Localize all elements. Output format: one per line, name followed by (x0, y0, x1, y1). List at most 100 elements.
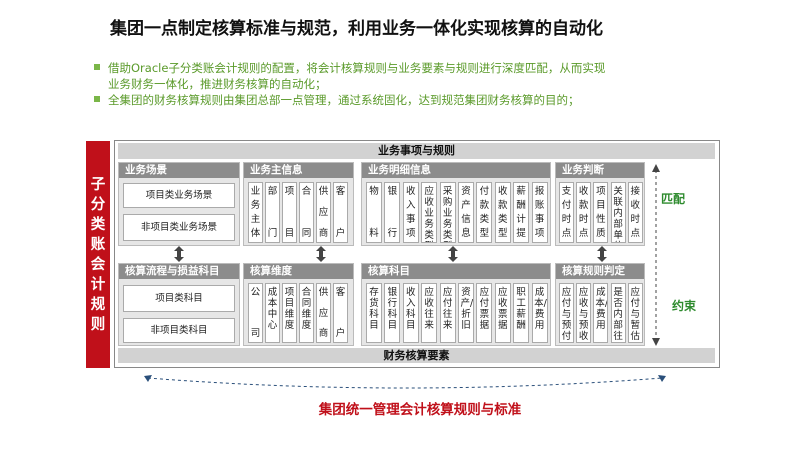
column-text: 项目维度 (284, 287, 295, 331)
column-char: 质 (596, 228, 606, 239)
column-char: 务 (250, 200, 261, 211)
footer-title: 集团统一管理会计核算规则与标准 (318, 402, 522, 418)
section-title: 业务主信息 (244, 163, 353, 178)
column-text: 职工薪酬 (516, 287, 526, 331)
double-arrow-icon (448, 246, 458, 262)
bullet-item: 全集团的财务核算规则由集团总部一点管理，通过系统固化，达到规范集团财务核算的目的… (94, 92, 580, 108)
column-char: 部 (267, 186, 278, 197)
column-text: 成本/费用 (595, 287, 609, 331)
column-text: 收入科目 (406, 287, 416, 331)
section-title: 核算科目 (362, 264, 550, 279)
match-constraint-arrow-icon (652, 164, 660, 346)
column-char: 供 (318, 186, 329, 197)
column-text: 应付与暂估 (630, 287, 641, 342)
column-cell: 应付往来 (439, 283, 456, 343)
column-text: 采购业务类型 (442, 186, 453, 242)
column-char: 事 (406, 214, 416, 225)
column-char: 支 (561, 186, 572, 197)
column-cell: 报账事项 (531, 182, 548, 243)
column-char: 收 (498, 186, 508, 197)
column-char: 型 (479, 228, 490, 239)
section-title: 业务明细信息 (362, 163, 550, 178)
column-char: 应 (318, 307, 329, 319)
column-char: 性 (596, 214, 606, 225)
column-cell: 是否内部往来 (610, 283, 626, 343)
scene-item: 项目类业务场景 (123, 183, 235, 208)
constraint-label: 约束 (672, 299, 697, 313)
section-biz-scene: 业务场景 项目类业务场景 非项目类业务场景 (118, 162, 240, 246)
column-cell: 合同 (299, 182, 314, 243)
column-char: 项 (284, 186, 295, 197)
column-text: 应付往来 (442, 287, 453, 331)
column-char: 银 (387, 186, 398, 197)
column-text: 关联内部单位 (613, 186, 623, 242)
column-text: 合同维度 (301, 287, 312, 331)
column-cell: 合同维度 (299, 283, 314, 343)
column-cell: 收入事项 (402, 182, 419, 243)
column-char: 产 (461, 200, 471, 211)
column-char: 门 (267, 228, 278, 239)
column-char: 公 (250, 287, 261, 298)
column-char: 类 (498, 214, 508, 225)
column-char: 事 (534, 214, 545, 225)
column-text: 应收业务类型 (424, 186, 434, 242)
column-char: 型 (498, 228, 508, 239)
column-cell: 职工薪酬 (513, 283, 530, 343)
column-char: 户 (335, 228, 346, 239)
column-char: 收 (406, 186, 416, 197)
column-char: 应 (318, 207, 329, 218)
page-title: 集团一点制定核算标准与规范，利用业务一体化实现核算的自动化 (110, 19, 603, 39)
column-char: 账 (534, 200, 545, 211)
column-char: 客 (335, 186, 346, 197)
column-char: 款 (578, 200, 589, 211)
column-char: 时 (578, 214, 589, 225)
column-cell: 应付与预付 (559, 283, 574, 343)
double-arrow-icon (316, 246, 326, 262)
column-text: 存货科目 (369, 287, 379, 331)
column-cell: 应收票据 (494, 283, 511, 343)
column-text: 银行科目 (387, 287, 398, 331)
column-char: 物 (369, 186, 379, 197)
column-cell: 付款类型 (476, 182, 493, 243)
column-cell: 银行 (384, 182, 401, 243)
column-char: 体 (250, 228, 261, 239)
column-text: 应付与预付 (561, 287, 572, 342)
column-cell: 银行科目 (384, 283, 401, 343)
column-char: 商 (318, 328, 329, 339)
column-text: 是否内部往来 (613, 287, 623, 342)
bullet-text: 全集团的财务核算规则由集团总部一点管理，通过系统固化，达到规范集团财务核算的目的… (108, 93, 580, 107)
column-cell: 收款类型 (494, 182, 511, 243)
column-char: 付 (479, 186, 490, 197)
column-char: 业 (250, 186, 261, 197)
column-char: 合 (301, 186, 312, 197)
column-char: 酬 (516, 200, 526, 211)
column-char: 商 (318, 228, 329, 239)
subject-item: 非项目类科目 (123, 318, 235, 343)
column-cell: 成本中心 (265, 283, 280, 343)
section-title: 业务场景 (119, 163, 239, 178)
column-char: 供 (318, 287, 329, 298)
double-arrow-icon (597, 246, 607, 262)
column-cell: 薪酬计提 (513, 182, 530, 243)
column-char: 时 (630, 214, 641, 225)
column-cell: 项目性质 (593, 182, 609, 243)
column-char: 点 (578, 228, 589, 239)
section-flow-subject: 核算流程与损益科目 项目类科目 非项目类科目 (118, 263, 240, 346)
column-char: 计 (516, 214, 526, 225)
column-char: 点 (630, 228, 641, 239)
subject-item: 项目类科目 (123, 285, 235, 312)
column-cell: 应付与暂估 (627, 283, 643, 343)
column-char: 点 (561, 228, 572, 239)
column-cell: 部门 (265, 182, 280, 243)
bullet-continuation: 业务财务一体化，推进财务核算的自动化； (108, 77, 327, 91)
section-title: 核算维度 (244, 264, 353, 279)
column-cell: 资产/折旧 (458, 283, 474, 343)
column-cell: 应付票据 (476, 283, 493, 343)
double-arrow-icon (174, 246, 184, 262)
section-biz-detail: 业务明细信息 物料银行收入事项应收业务类型采购业务类型资产信息付款类型收款类型薪… (361, 162, 551, 246)
column-text: 成本/费用 (534, 287, 547, 331)
column-char: 收 (630, 200, 641, 211)
column-cell: 物料 (366, 182, 382, 243)
column-char: 客 (335, 287, 346, 298)
